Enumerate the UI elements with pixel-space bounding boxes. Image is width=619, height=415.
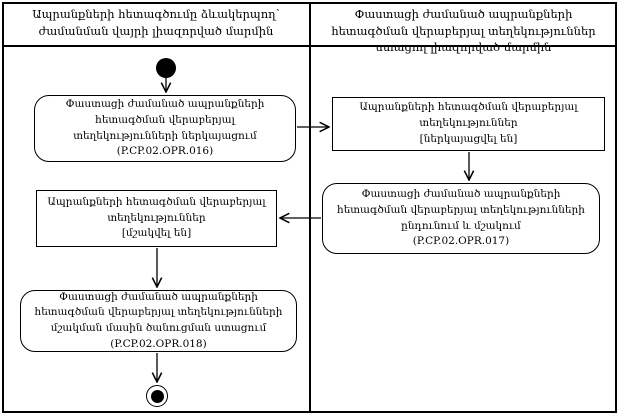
action-node-receive-process: Փաստացի ժամանած ապրանքների հետագծման վեր…: [322, 183, 600, 254]
initial-node: [156, 58, 176, 78]
action-node-code: (P.CP.02.OPR.017): [412, 235, 510, 248]
action-node-label: Փաստացի ժամանած ապրանքների հետագծման վեր…: [65, 98, 265, 142]
action-node-receive-notification: Փաստացի ժամանած ապրանքների հետագծման վեր…: [20, 290, 297, 352]
object-node-state: [ներկայացվել են]: [419, 132, 518, 145]
object-node-label: Ապրանքների հետագծման վերաբերյալ տեղեկութ…: [359, 101, 578, 130]
object-node-label: Ապրանքների հետագծման վերաբերյալ տեղեկութ…: [47, 195, 266, 224]
swimlane-header-left: Ապրանքների հետագծումը ձևակերպող՝ ժամանմա…: [32, 7, 280, 38]
action-node-submit-info: Փաստացի ժամանած ապրանքների հետագծման վեր…: [34, 95, 296, 162]
action-node-label: Փաստացի ժամանած ապրանքների հետագծման վեր…: [337, 188, 585, 232]
final-node-dot: [150, 389, 164, 403]
final-node: [146, 385, 168, 407]
swimlane-divider: [309, 2, 311, 413]
object-node-state: [մշակվել են]: [121, 227, 192, 240]
object-node-info-processed: Ապրանքների հետագծման վերաբերյալ տեղեկութ…: [36, 190, 277, 247]
header-separator-line: [2, 45, 617, 47]
action-node-code: (P.CP.02.OPR.016): [116, 145, 214, 158]
action-node-label: Փաստացի ժամանած ապրանքների հետագծման վեր…: [34, 290, 283, 350]
swimlane-header-right: Փաստացի ժամանած ապրանքների հետագծման վեր…: [331, 7, 596, 55]
object-node-info-submitted: Ապրանքների հետագծման վերաբերյալ տեղեկութ…: [332, 97, 605, 151]
